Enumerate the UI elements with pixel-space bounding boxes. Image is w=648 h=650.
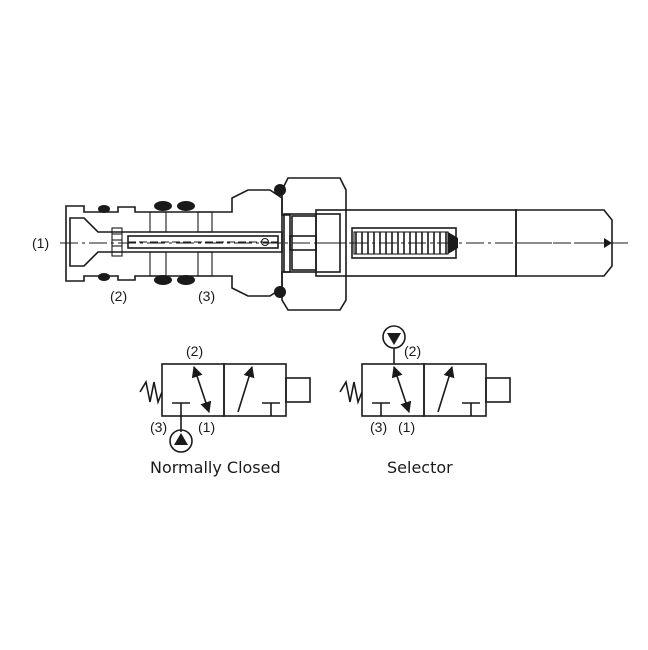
spring-icon	[139, 379, 163, 405]
o-ring	[177, 275, 195, 285]
symbol-normally-closed: (2) (3) (1) Normally Closed	[139, 343, 311, 477]
sel-label-2: (2)	[404, 343, 421, 359]
sel-caption: Selector	[387, 458, 453, 477]
nc-label-2: (2)	[186, 343, 203, 359]
o-ring	[274, 184, 286, 196]
symbol-selector: (2) (3) (1) Selector	[339, 325, 511, 477]
port-2-label: (2)	[110, 288, 127, 304]
nc-label-3: (3)	[150, 419, 167, 435]
valve-box-left	[361, 363, 425, 417]
pressure-source-icon	[382, 325, 406, 349]
o-ring	[274, 286, 286, 298]
port-1-label: (1)	[32, 235, 49, 251]
solenoid-icon	[485, 377, 511, 403]
sel-label-3: (3)	[370, 419, 387, 435]
cartridge-body	[65, 189, 291, 297]
nc-label-1: (1)	[198, 419, 215, 435]
valve-box-right	[423, 363, 487, 417]
spring-icon	[339, 379, 363, 405]
pressure-source-icon	[169, 429, 193, 453]
o-ring	[154, 201, 172, 211]
hex-nut	[274, 177, 347, 311]
sel-label-1: (1)	[398, 419, 415, 435]
valve-cross-section: (1) (2) (3)	[32, 177, 628, 311]
valve-box-left	[161, 363, 225, 417]
spool	[127, 235, 279, 249]
o-ring	[177, 201, 195, 211]
valve-box-right	[223, 363, 287, 417]
port-3-label: (3)	[198, 288, 215, 304]
o-ring	[154, 275, 172, 285]
nc-caption: Normally Closed	[150, 458, 281, 477]
solenoid-icon	[285, 377, 311, 403]
